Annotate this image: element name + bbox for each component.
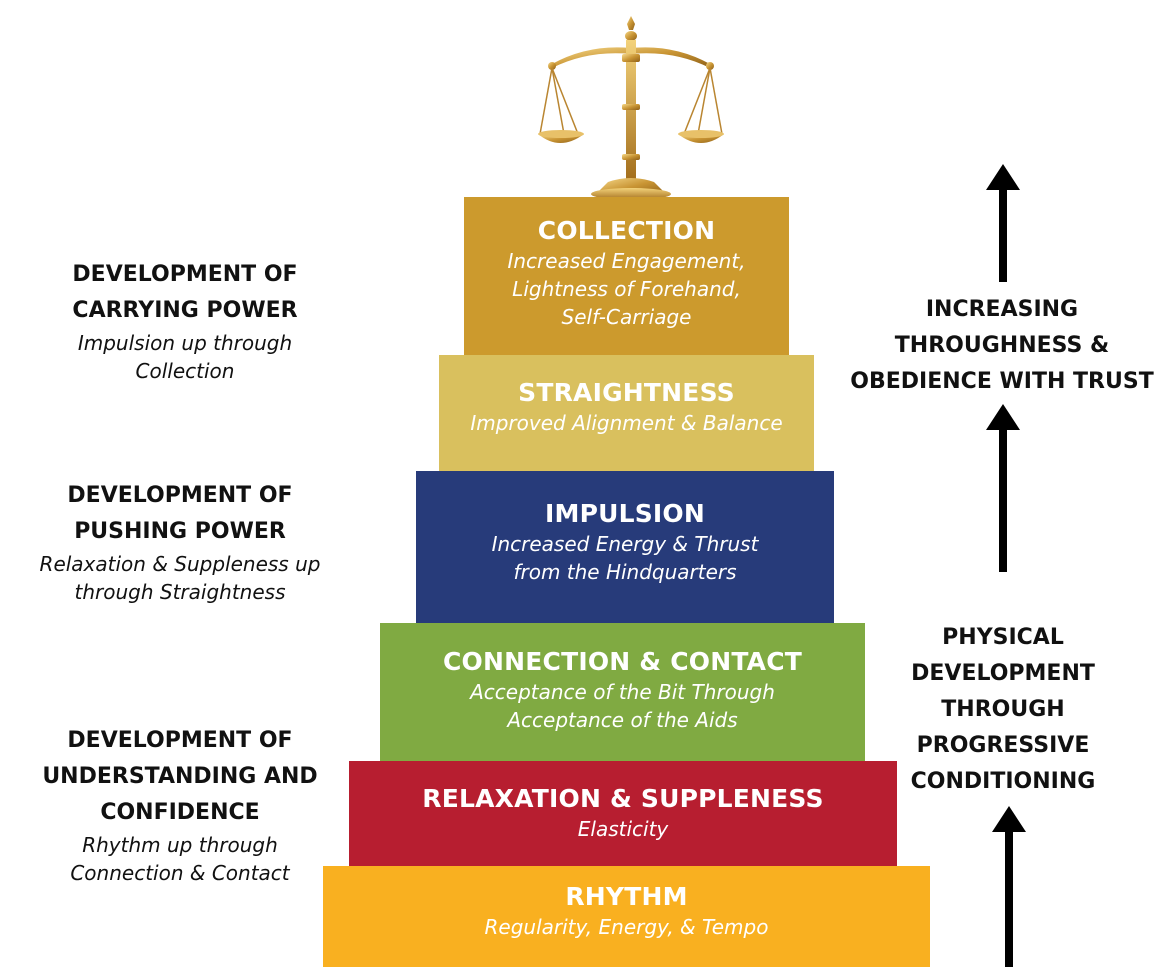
tier-subtitle-line: Elasticity	[577, 817, 669, 841]
tier-subtitle-line: Self-Carriage	[561, 305, 692, 329]
tier-subtitle-line: from the Hindquarters	[513, 560, 737, 584]
annotation-heading-line: DEVELOPMENT	[911, 661, 1095, 686]
annotation-heading-line: OBEDIENCE WITH TRUST	[850, 369, 1154, 394]
tier-collection: COLLECTION Increased Engagement, Lightne…	[464, 197, 789, 355]
annotation-sub-line: through Straightness	[74, 580, 286, 604]
annotation-heading-line: THROUGH	[941, 697, 1065, 722]
annotation-heading-line: THROUGHNESS &	[894, 333, 1110, 358]
annotation-understanding-confidence: DEVELOPMENT OF UNDERSTANDING AND CONFIDE…	[20, 723, 340, 887]
tier-title: RHYTHM	[565, 882, 688, 911]
tier-title: CONNECTION & CONTACT	[443, 647, 802, 676]
annotation-sub-line: Impulsion up through	[77, 331, 293, 355]
arrow-up-icon	[992, 806, 1026, 967]
annotation-heading-line: DEVELOPMENT OF	[67, 483, 293, 508]
annotation-heading-line: PHYSICAL	[942, 625, 1064, 650]
tier-title: IMPULSION	[544, 499, 705, 528]
tier-subtitle-line: Lightness of Forehand,	[512, 277, 741, 301]
arrow-up-icon	[986, 404, 1020, 572]
annotation-physical-development: PHYSICAL DEVELOPMENT THROUGH PROGRESSIVE…	[880, 620, 1126, 800]
annotation-heading-line: PROGRESSIVE	[916, 733, 1090, 758]
annotation-sub-line: Relaxation & Suppleness up	[39, 552, 321, 576]
annotation-heading-line: UNDERSTANDING AND	[42, 764, 318, 789]
tier-subtitle-line: Acceptance of the Bit Through	[470, 680, 775, 704]
tier-subtitle-line: Increased Engagement,	[507, 249, 746, 273]
scales-icon	[538, 16, 724, 200]
tier-subtitle-line: Improved Alignment & Balance	[470, 411, 783, 435]
tier-relaxation-suppleness: RELAXATION & SUPPLENESS Elasticity	[349, 761, 897, 866]
annotation-heading-line: DEVELOPMENT OF	[72, 262, 298, 287]
tier-straightness: STRAIGHTNESS Improved Alignment & Balanc…	[439, 355, 814, 471]
annotation-throughness-obedience: INCREASING THROUGHNESS & OBEDIENCE WITH …	[850, 292, 1154, 400]
tier-subtitle-line: Acceptance of the Aids	[507, 708, 738, 732]
tier-subtitle-line: Increased Energy & Thrust	[491, 532, 759, 556]
annotation-heading-line: CONFIDENCE	[100, 800, 260, 825]
tier-impulsion: IMPULSION Increased Energy & Thrust from…	[416, 471, 834, 623]
annotation-heading-line: INCREASING	[925, 297, 1079, 322]
arrow-up-icon	[986, 164, 1020, 282]
tier-title: RELAXATION & SUPPLENESS	[422, 784, 824, 813]
annotation-heading-line: CONDITIONING	[910, 769, 1096, 794]
annotation-sub-line: Rhythm up through	[82, 833, 278, 857]
tier-rhythm: RHYTHM Regularity, Energy, & Tempo	[323, 866, 930, 967]
tier-title: STRAIGHTNESS	[518, 378, 735, 407]
tier-connection-contact: CONNECTION & CONTACT Acceptance of the B…	[380, 623, 865, 761]
annotation-heading-line: DEVELOPMENT OF	[67, 728, 293, 753]
annotation-sub-line: Connection & Contact	[70, 861, 290, 885]
annotation-pushing-power: DEVELOPMENT OF PUSHING POWER Relaxation …	[20, 478, 340, 606]
annotation-carrying-power: DEVELOPMENT OF CARRYING POWER Impulsion …	[40, 257, 330, 385]
annotation-sub-line: Collection	[135, 359, 235, 383]
tier-subtitle-line: Regularity, Energy, & Tempo	[484, 915, 769, 939]
annotation-heading-line: PUSHING POWER	[74, 519, 286, 544]
tier-title: COLLECTION	[537, 216, 716, 245]
annotation-heading-line: CARRYING POWER	[72, 298, 298, 323]
